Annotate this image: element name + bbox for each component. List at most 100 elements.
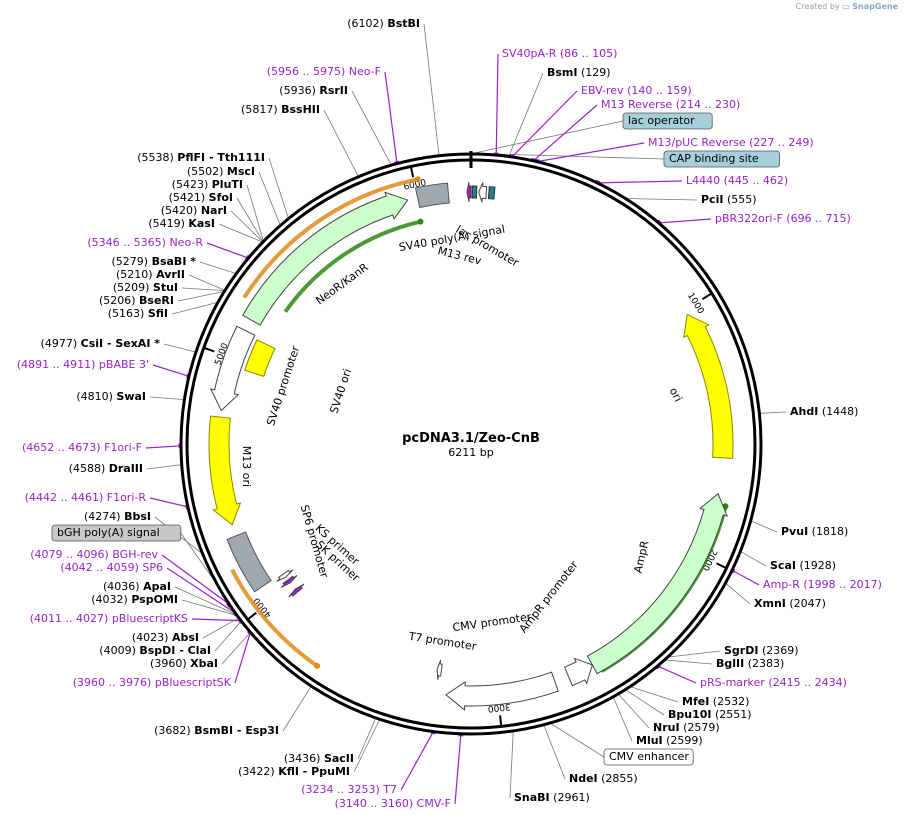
enzyme-site-xmni[interactable]: XmnI (2047) [754,597,826,610]
primer-site-t7[interactable]: (3234 .. 3253) T7 [301,783,397,796]
feature-m13-rev[interactable] [466,181,472,203]
feature-f1-ori[interactable] [208,415,242,526]
enzyme-site-sfii[interactable]: (5163) SfiI [108,307,168,320]
site-leader [667,650,721,658]
feature-sk-primer[interactable] [288,583,305,598]
site-leader [353,719,381,773]
feature-ks-primer[interactable] [280,574,298,588]
primer-site-m13-puc-reverse[interactable]: M13/pUC Reverse (227 .. 249) [648,136,814,149]
enzyme-site-absi[interactable]: (4023) AbsI [132,631,199,644]
site-name: BsmI [547,66,578,79]
enzyme-site-nrui[interactable]: NruI (2579) [653,721,720,734]
primer-site-pbr322ori-f[interactable]: pBR322ori-F (696 .. 715) [715,212,851,225]
feature-bgh-poly-a-signal[interactable] [226,531,272,593]
site-leader [234,632,251,684]
enzyme-site-bspdi-clai[interactable]: (4009) BspDI - ClaI [99,644,211,657]
enzyme-site-nari[interactable]: (5420) NarI [161,204,227,217]
enzyme-site-kasi[interactable]: (5419) KasI [148,217,215,230]
enzyme-site-swai[interactable]: (4810) SwaI [76,390,146,403]
feature-neor-kanr[interactable] [242,191,409,326]
primer-site-m13-reverse[interactable]: M13 Reverse (214 .. 230) [601,98,740,111]
feature-lac-operator[interactable] [471,185,478,199]
boxed-label-box [603,748,694,766]
feature-sp6-promoter[interactable] [276,569,294,582]
primer-site-sv40pa-r[interactable]: SV40pA-R (86 .. 105) [502,47,617,60]
feature-ampr-promoter[interactable] [563,657,593,687]
boxed-label-lac-operator[interactable]: lac operator [622,112,713,130]
primer-site-pbluescriptsk[interactable]: (3960 .. 3976) pBluescriptSK [73,676,232,689]
site-position: (2415 .. 2434) [768,676,847,689]
enzyme-site-draiii[interactable]: (4588) DraIII [69,462,143,475]
enzyme-site-ndei[interactable]: NdeI (2855) [569,772,638,785]
enzyme-site-scai[interactable]: ScaI (1928) [770,559,836,572]
site-name: EBV-rev [581,84,624,97]
enzyme-site-bsmi[interactable]: BsmI (129) [547,66,611,79]
enzyme-site-apai[interactable]: (4036) ApaI [103,580,171,593]
enzyme-site-bsmbi-esp3i[interactable]: (3682) BsmBI - Esp3I [154,724,279,737]
feature-cmv-promoter[interactable] [445,671,559,711]
enzyme-site-mfei[interactable]: MfeI (2532) [682,695,749,708]
enzyme-site-bsshii[interactable]: (5817) BssHII [241,103,320,116]
enzyme-site-bstbi[interactable]: (6102) BstBI [347,17,420,30]
primer-site-pbluescriptks[interactable]: (4011 .. 4027) pBluescriptKS [30,612,188,625]
enzyme-site-bpu10i[interactable]: Bpu10I (2551) [668,708,752,721]
feature-cap-binding-site[interactable] [487,186,496,200]
primer-site-bgh-rev[interactable]: (4079 .. 4096) BGH-rev [30,548,158,561]
feature-ampr[interactable] [586,492,728,675]
feature-t7-promoter[interactable] [436,659,443,680]
primer-site-amp-r[interactable]: Amp-R (1998 .. 2017) [763,578,882,591]
site-name: pBR322ori-F [715,212,783,225]
enzyme-site-pcii[interactable]: PciI (555) [701,193,757,206]
feature-sv40-promoter[interactable] [209,325,256,412]
primer-site-neo-f[interactable]: (5956 .. 5975) Neo-F [267,65,381,78]
enzyme-site-sfoi[interactable]: (5421) SfoI [169,191,233,204]
enzyme-site-pflfi-tth111i[interactable]: (5538) PflFI - Tth111I [137,151,265,164]
site-name: SacII [324,752,354,765]
feature-label-ori: ori [667,385,685,404]
enzyme-site-sgrdi[interactable]: SgrDI (2369) [724,644,799,657]
site-name: XmnI [754,597,786,610]
enzyme-site-ahdi[interactable]: AhdI (1448) [790,405,858,418]
enzyme-site-csii-sexai[interactable]: (4977) CsiI - SexAI * [41,337,161,350]
feature-ori[interactable] [683,313,734,459]
primer-site-ebv-rev[interactable]: EBV-rev (140 .. 159) [581,84,692,97]
primer-site-prs-marker[interactable]: pRS-marker (2415 .. 2434) [700,676,847,689]
site-leader [664,659,713,665]
primer-site-neo-r[interactable]: (5346 .. 5365) Neo-R [87,236,203,249]
enzyme-site-bsabi[interactable]: (5279) BsaBI * [112,255,197,268]
feature-sv40-poly-a-signal[interactable] [414,182,450,209]
site-name: AvrII [156,268,185,281]
enzyme-site-stui[interactable]: (5209) StuI [113,281,178,294]
primer-site-f1ori-r[interactable]: (4442 .. 4461) F1ori-R [25,491,147,504]
enzyme-site-pspomi[interactable]: (4032) PspOMI [91,593,178,606]
enzyme-site-kfli-ppumi[interactable]: (3422) KflI - PpuMI [238,765,350,778]
enzyme-site-bbsi[interactable]: (4274) BbsI [84,510,151,523]
enzyme-site-pluti[interactable]: (5423) PluTI [172,178,243,191]
enzyme-site-rsrii[interactable]: (5936) RsrII [279,84,348,97]
site-name: ScaI [770,559,796,572]
site-leader [351,90,392,166]
site-name: BglII [716,657,744,670]
boxed-label-cmv-enhancer[interactable]: CMV enhancer [603,748,694,766]
enzyme-site-avrii[interactable]: (5210) AvrII [116,268,185,281]
enzyme-site-bglii[interactable]: BglII (2383) [716,657,784,670]
primer-site-cmv-f[interactable]: (3140 .. 3160) CMV-F [335,797,451,810]
enzyme-site-mlui[interactable]: MluI (2599) [636,734,703,747]
site-position: (227 .. 249) [749,136,814,149]
primer-site-pbabe-3[interactable]: (4891 .. 4911) pBABE 3' [17,358,149,371]
enzyme-site-sacii[interactable]: (3436) SacII [284,752,354,765]
primer-site-f1ori-f[interactable]: (4652 .. 4673) F1ori-F [22,441,142,454]
feature-lac-promoter[interactable] [478,182,488,203]
enzyme-site-snabi[interactable]: SnaBI (2961) [514,791,590,804]
enzyme-site-msci[interactable]: (5502) MscI [187,165,255,178]
boxed-label-cap-binding-site[interactable]: CAP binding site [663,150,780,168]
primer-site-l4440[interactable]: L4440 (445 .. 462) [686,174,788,187]
enzyme-site-xbai[interactable]: (3960) XbaI [150,657,218,670]
enzyme-site-pvui[interactable]: PvuI (1818) [781,525,848,538]
site-name: pBluescriptKS [112,612,188,625]
feature-sv40-ori[interactable] [244,339,276,378]
enzyme-site-bseri[interactable]: (5206) BseRI [99,294,174,307]
boxed-label-bgh-poly-a-signal[interactable]: bGH poly(A) signal [51,524,182,542]
site-leader [174,586,237,616]
primer-site-sp6[interactable]: (4042 .. 4059) SP6 [60,561,163,574]
